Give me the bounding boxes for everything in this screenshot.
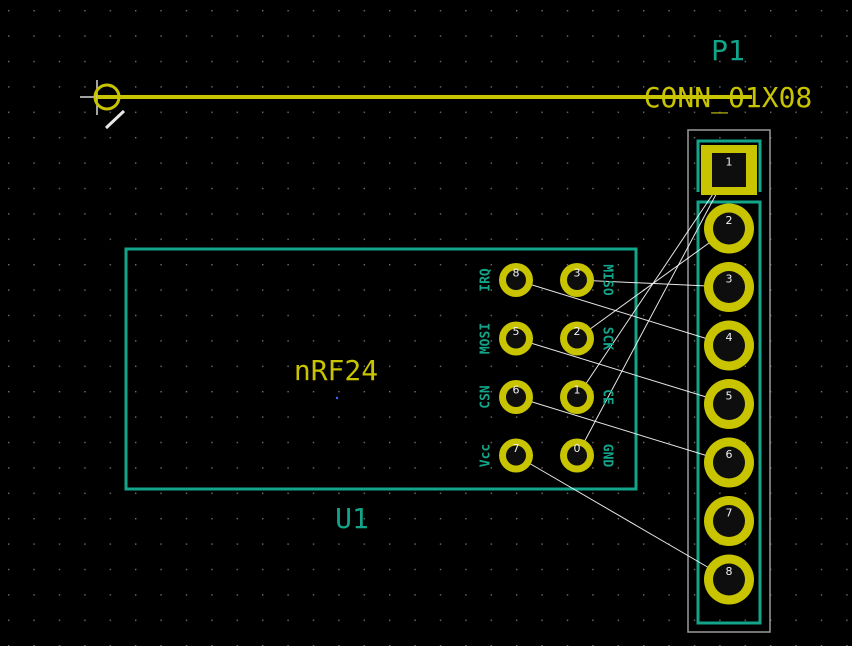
module-pad[interactable]: 2 [560,321,594,356]
pad-number: 8 [726,565,733,578]
pin-label: GND [600,444,615,468]
pad-number: 6 [726,448,733,461]
pin-label: Vcc [479,444,494,467]
connector-value[interactable]: CONN_01X08 [644,81,813,115]
pin-label: MISO [600,264,615,295]
pad-number: 8 [513,267,520,280]
module-reference[interactable]: U1 [335,502,369,535]
pad-drill [713,446,745,479]
module-pad[interactable]: 5 [499,321,533,356]
connector-pad[interactable]: 3 [704,262,754,312]
ratsnest-line [515,279,730,346]
module-pin-labels: IRQ MISO MOSI SCK CSN CE Vcc GND [479,264,615,467]
pad-number: 7 [513,442,520,455]
pin-label: MOSI [479,323,494,354]
pad-number: 2 [574,325,581,338]
pad-drill [713,271,745,303]
pad-drill [506,387,526,407]
ratsnest-line [515,455,730,580]
pad-number: 0 [574,442,581,455]
pad-number: 7 [726,507,733,520]
connector-pad[interactable]: 4 [704,320,754,371]
pad-number: 1 [574,384,581,397]
pad-drill [713,329,745,362]
pad-drill [713,388,745,420]
module-center-mark [335,396,339,400]
ratsnest-line [576,169,730,398]
module-pad[interactable]: 3 [560,263,594,297]
pad-number: 3 [574,267,581,280]
ratsnest-line [515,396,730,463]
connector-reference[interactable]: P1 [711,34,745,67]
pad-number: 4 [726,331,733,344]
pad-number: 5 [513,325,520,338]
pin-label: SCK [600,327,615,351]
pad-number: 6 [513,384,520,397]
connector-pad[interactable]: 2 [704,203,754,254]
connector-pad[interactable]: 8 [704,554,754,605]
pad-drill [713,505,745,537]
module-pad[interactable]: 8 [499,263,533,297]
pin-label: CE [600,389,615,405]
pad-drill [567,445,587,466]
pad-drill [567,387,587,407]
connector-pad[interactable]: 7 [704,496,754,546]
pad-drill [506,445,526,466]
pad-number: 1 [726,156,733,169]
connector-pad[interactable]: 6 [704,437,754,488]
pad-drill [506,270,526,290]
connector-footprint[interactable] [687,129,771,633]
ratsnest-line [576,169,730,456]
module-pad[interactable]: 6 [499,380,533,414]
pad-drill [713,563,745,596]
module-value[interactable]: nRF24 [294,354,378,387]
connector-pads: 1 2 3 4 5 6 7 8 [701,145,757,605]
module-pad[interactable]: 1 [560,380,594,414]
connector-pad[interactable]: 5 [704,379,754,429]
pad-number: 2 [726,214,733,227]
pin-label: IRQ [479,268,494,292]
module-pad[interactable]: 0 [560,438,594,473]
pad-drill [712,153,746,187]
connector-pad[interactable]: 1 [701,145,757,195]
ratsnest-layer [515,169,730,580]
module-pad[interactable]: 7 [499,438,533,473]
ratsnest-line [515,338,730,405]
pad-drill [567,328,587,349]
pin-label: CSN [479,385,494,409]
pad-drill [506,328,526,349]
pad-drill [567,270,587,290]
pad-drill [713,212,745,245]
module-outline[interactable] [124,247,638,491]
module-pads: 8 3 5 2 6 1 7 0 [499,263,594,473]
pad-number: 5 [726,390,733,403]
pad-number: 3 [726,273,733,286]
